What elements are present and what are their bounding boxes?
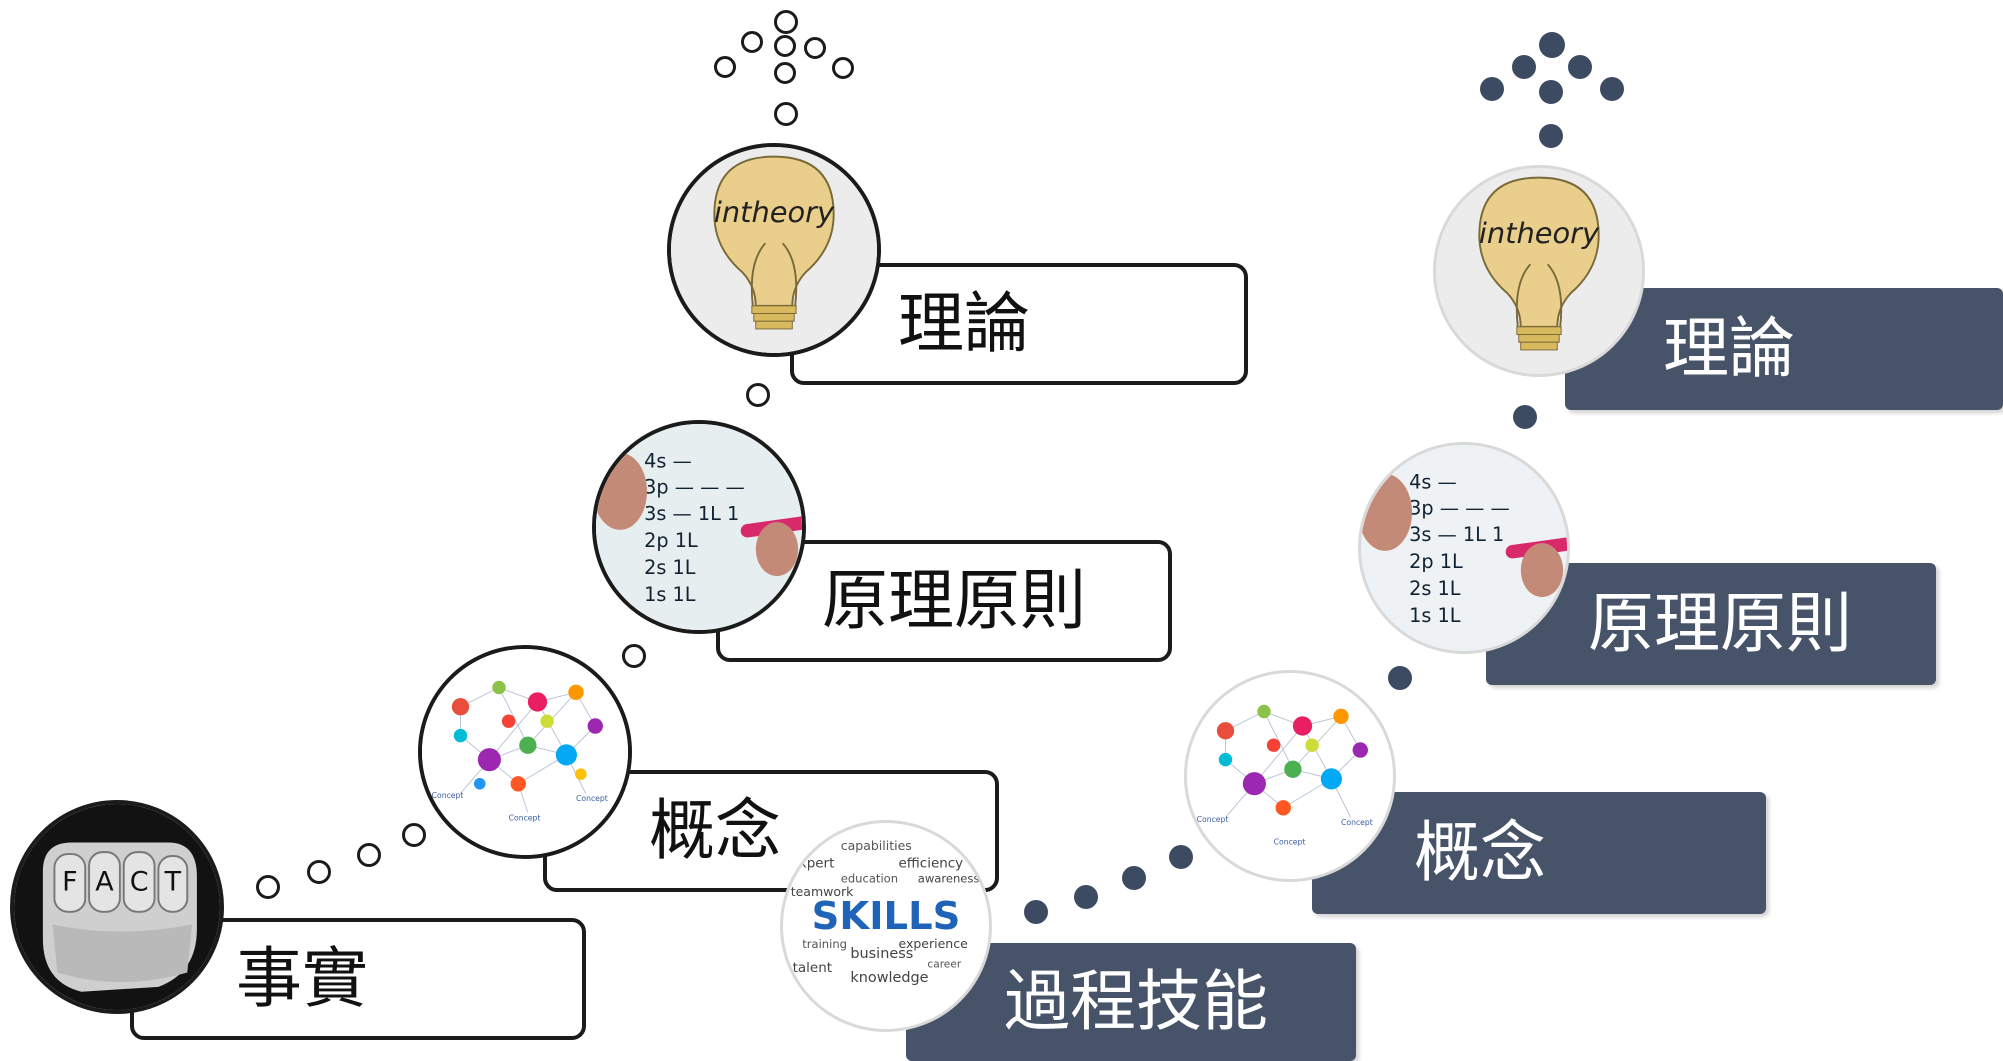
step-label: 理論 <box>1663 310 1795 387</box>
notes-line: 4s — <box>1409 470 1457 493</box>
skills-cloud-word: career <box>927 958 961 970</box>
fact-fist-image: F A C T <box>10 800 224 1014</box>
concept-label: Concept <box>1197 815 1229 824</box>
thought-dot-icon <box>1122 866 1146 890</box>
thought-ring-icon <box>307 860 331 884</box>
skills-cloud-word: capabilities <box>841 838 912 853</box>
skills-cloud-word: talent <box>793 960 832 976</box>
notes-line: 4s — <box>644 449 692 472</box>
theory-script-text: intheory <box>714 195 835 229</box>
thought-dot-icon <box>1024 900 1048 924</box>
thought-ring-icon <box>256 875 280 899</box>
step-label: 事實 <box>236 940 368 1017</box>
fact-letter: T <box>164 867 182 898</box>
notes-line: 3s — 1L 1 <box>644 502 739 525</box>
thought-ring-icon <box>741 31 763 53</box>
thought-dot-icon <box>1539 80 1563 104</box>
thought-ring-icon <box>774 62 796 84</box>
thought-dot-icon <box>1539 124 1563 148</box>
skills-cloud-word: expert <box>791 855 835 871</box>
skills-cloud-word: business <box>850 946 913 962</box>
notes-line: 3p — — — <box>1409 496 1510 519</box>
concept-label: Concept <box>1341 818 1373 827</box>
skills-word: SKILLS <box>812 894 961 939</box>
thought-ring-icon <box>357 843 381 867</box>
notes-line: 2s 1L <box>1409 577 1461 600</box>
fact-letter: A <box>95 867 114 898</box>
notes-line: 2p 1L <box>1409 550 1463 573</box>
theory-bulb-image: intheory <box>667 143 881 357</box>
thought-ring-icon <box>746 383 770 407</box>
skills-cloud-word: experience <box>899 936 969 951</box>
notes-line: 2p 1L <box>644 529 698 552</box>
thought-ring-icon <box>774 10 798 34</box>
concept-label: Concept <box>432 791 464 800</box>
notes-line: 3p — — — <box>644 475 745 498</box>
fact-letter: F <box>62 867 77 898</box>
thought-dot-icon <box>1539 32 1565 58</box>
skills-cloud-word: education <box>841 872 898 886</box>
theory-script-text: intheory <box>1479 216 1600 250</box>
thought-dot-icon <box>1512 55 1536 79</box>
step-label: 理論 <box>898 285 1030 362</box>
notes-line: 1s 1L <box>644 583 696 606</box>
thought-ring-icon <box>774 35 796 57</box>
step-label: 概念 <box>1414 814 1546 891</box>
theory-bulb-image: intheory <box>1433 165 1645 377</box>
concept-label: Concept <box>1274 837 1306 846</box>
concept-label: Concept <box>509 813 541 822</box>
thought-ring-icon <box>832 57 854 79</box>
fact-letter: C <box>130 867 149 898</box>
notes-line: 3s — 1L 1 <box>1409 523 1504 546</box>
skills-cloud-image: capabilities expert efficiency education… <box>780 820 992 1032</box>
step-label: 概念 <box>649 792 781 869</box>
step-label: 原理原則 <box>822 562 1086 639</box>
skills-cloud-word: training <box>802 937 847 951</box>
step-label: 過程技能 <box>1004 963 1268 1040</box>
notes-image: 4s — 3p — — — 3s — 1L 1 2p 1L 2s 1L 1s 1… <box>1358 442 1570 654</box>
thought-dot-icon <box>1568 55 1592 79</box>
notes-line: 1s 1L <box>1409 604 1461 627</box>
concept-network-image: Concept Concept Concept <box>1184 670 1396 882</box>
skills-cloud-word: awareness <box>918 872 980 886</box>
thought-ring-icon <box>804 37 826 59</box>
notes-image: 4s — 3p — — — 3s — 1L 1 2p 1L 2s 1L 1s 1… <box>592 420 806 634</box>
concept-network-image: Concept Concept Concept <box>418 645 632 859</box>
thought-ring-icon <box>714 56 736 78</box>
thought-dot-icon <box>1074 885 1098 909</box>
notes-line: 2s 1L <box>644 556 696 579</box>
skills-cloud-word: knowledge <box>850 970 928 986</box>
skills-cloud-word: teamwork <box>791 884 854 899</box>
thought-dot-icon <box>1480 77 1504 101</box>
step-label: 原理原則 <box>1588 585 1852 662</box>
thought-dot-icon <box>1600 77 1624 101</box>
thought-dot-icon <box>1513 405 1537 429</box>
concept-label: Concept <box>576 794 608 803</box>
skills-cloud-word: efficiency <box>899 855 964 871</box>
thought-ring-icon <box>774 102 798 126</box>
